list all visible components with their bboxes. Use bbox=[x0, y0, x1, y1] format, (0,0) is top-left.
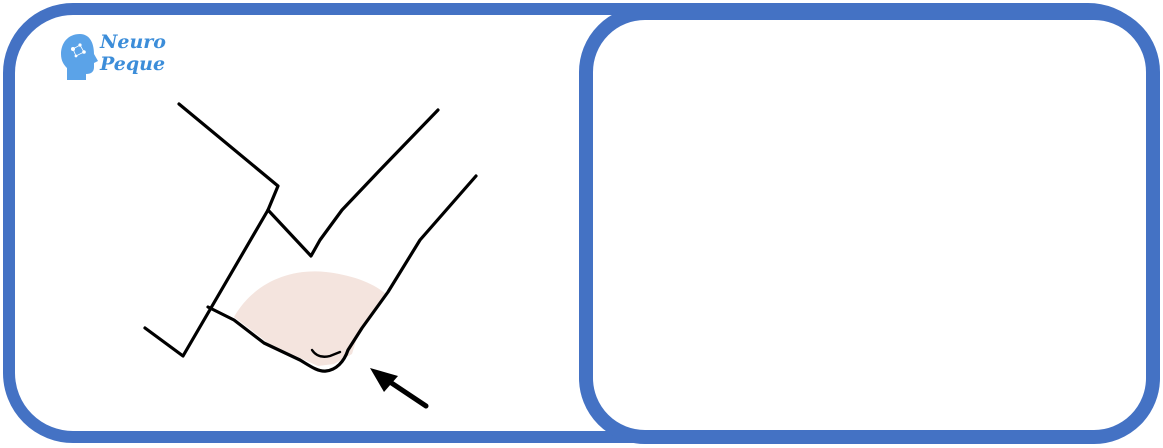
elbow-highlight bbox=[234, 271, 387, 366]
arrow-up-left-icon bbox=[370, 368, 429, 409]
elbow-crease bbox=[310, 348, 342, 358]
sleeve-lower-line bbox=[143, 208, 270, 358]
right-panel bbox=[579, 6, 1160, 444]
sleeve-upper-line bbox=[177, 102, 280, 212]
logo-text-line-1: Neuro bbox=[100, 31, 166, 53]
logo-text-line-2: Peque bbox=[100, 53, 166, 75]
arm-outline bbox=[206, 174, 478, 373]
child-head-icon bbox=[61, 34, 98, 80]
neuropeque-logo: Neuro Peque bbox=[58, 28, 178, 84]
head-silhouette bbox=[61, 34, 98, 80]
sleeve-cuff-line bbox=[266, 108, 440, 258]
